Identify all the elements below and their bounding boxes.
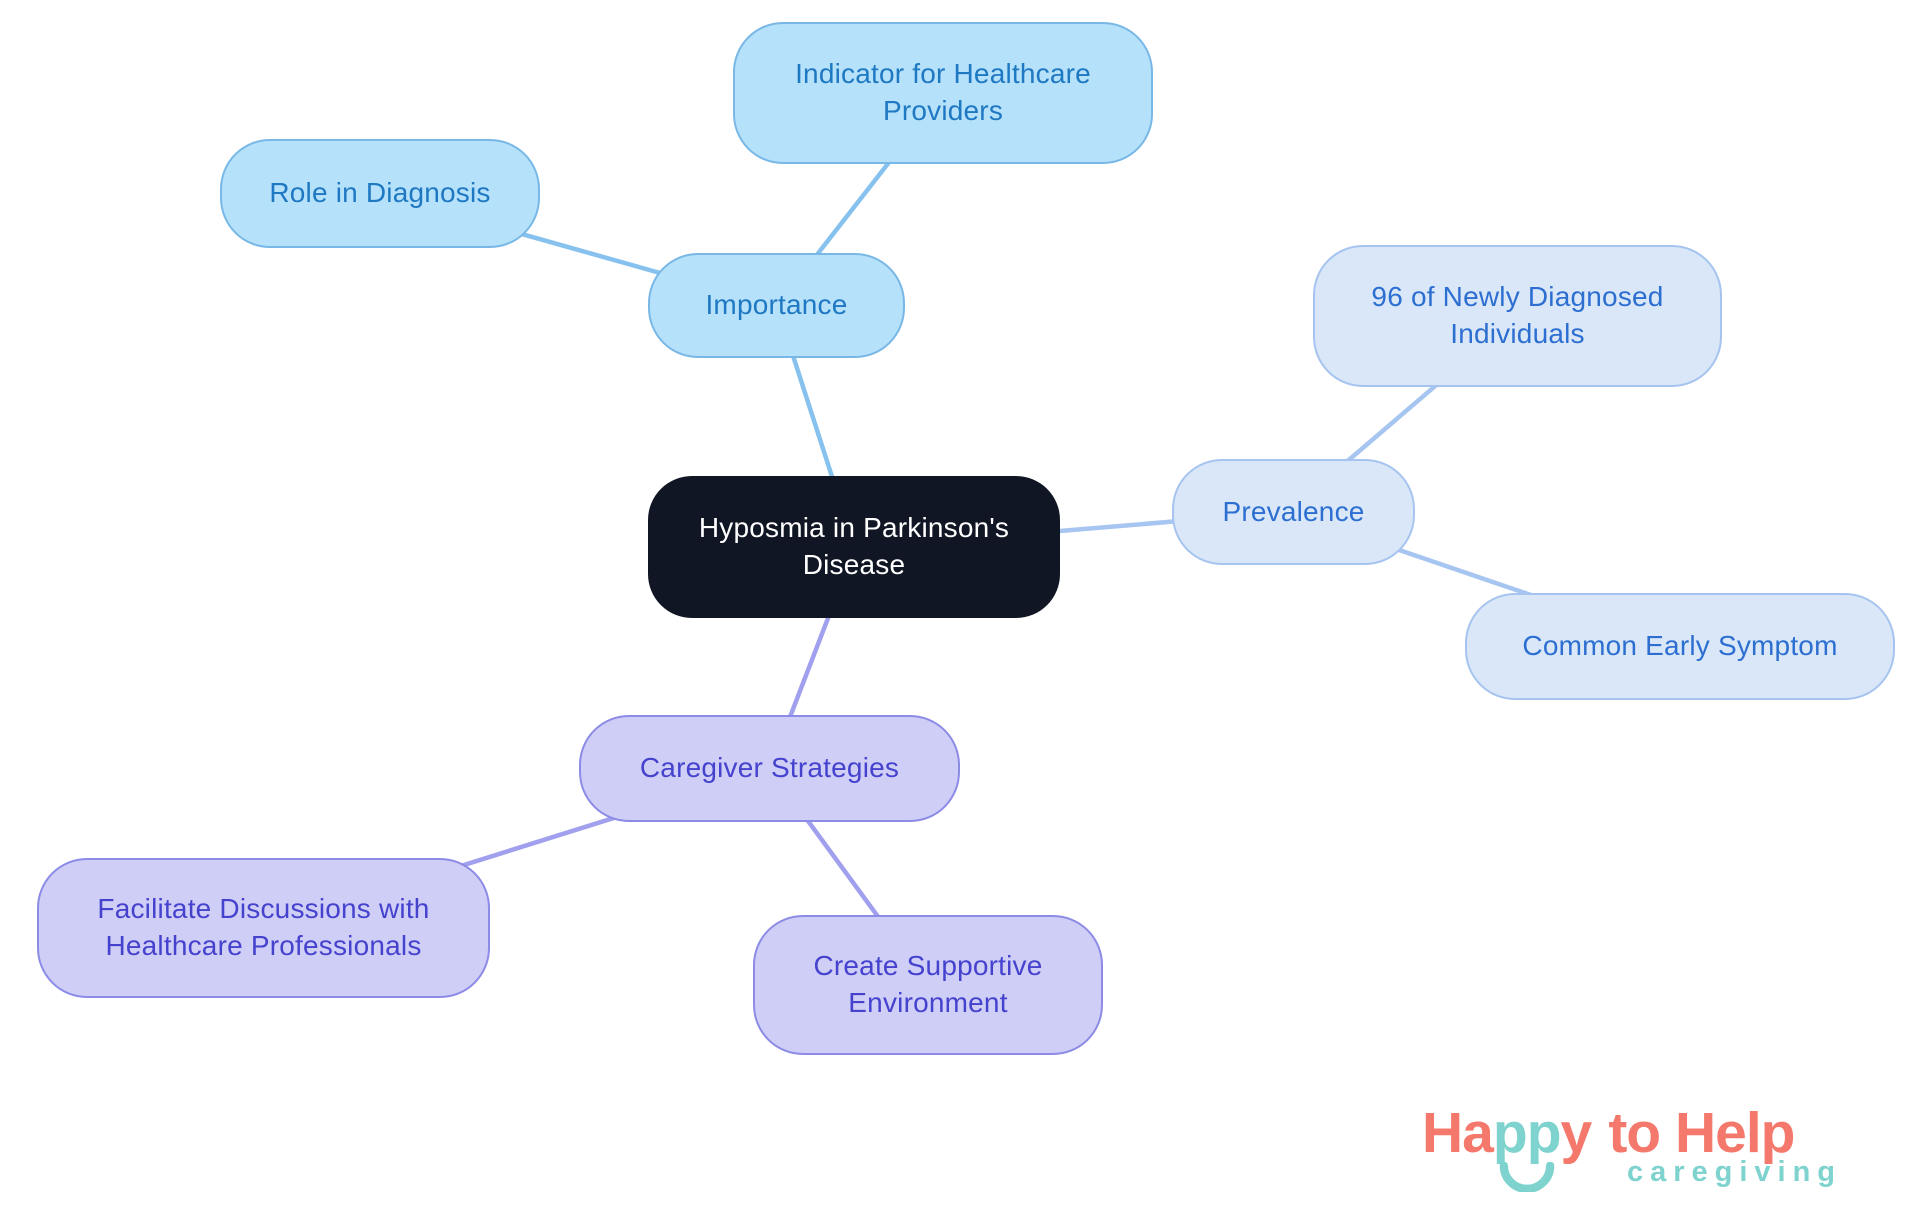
logo-pp-with-smile: pp xyxy=(1492,1101,1562,1192)
child-node-facilitate-discussions[interactable]: Facilitate Discussions with Healthcare P… xyxy=(37,858,490,998)
logo-text-to-help: to Help xyxy=(1608,1101,1795,1165)
logo-text-ha: Ha xyxy=(1422,1101,1494,1165)
logo-text-y: y xyxy=(1560,1101,1593,1165)
smile-icon xyxy=(1499,1162,1555,1192)
child-node-common-early-symptom[interactable]: Common Early Symptom xyxy=(1465,593,1895,700)
central-node-hyposmia[interactable]: Hyposmia in Parkinson's Disease xyxy=(648,476,1060,618)
branch-node-prevalence[interactable]: Prevalence xyxy=(1172,459,1415,565)
child-node-indicator-for-healthcare-providers[interactable]: Indicator for Healthcare Providers xyxy=(733,22,1153,164)
logo-subtitle: caregiving xyxy=(1626,1155,1842,1188)
child-node-create-supportive-environment[interactable]: Create Supportive Environment xyxy=(753,915,1103,1055)
branch-node-importance[interactable]: Importance xyxy=(648,253,905,358)
child-node-96-newly-diagnosed[interactable]: 96 of Newly Diagnosed Individuals xyxy=(1313,245,1722,387)
branch-node-caregiver-strategies[interactable]: Caregiver Strategies xyxy=(579,715,960,822)
child-node-role-in-diagnosis[interactable]: Role in Diagnosis xyxy=(220,139,540,248)
logo-text-pp: pp xyxy=(1492,1101,1562,1165)
